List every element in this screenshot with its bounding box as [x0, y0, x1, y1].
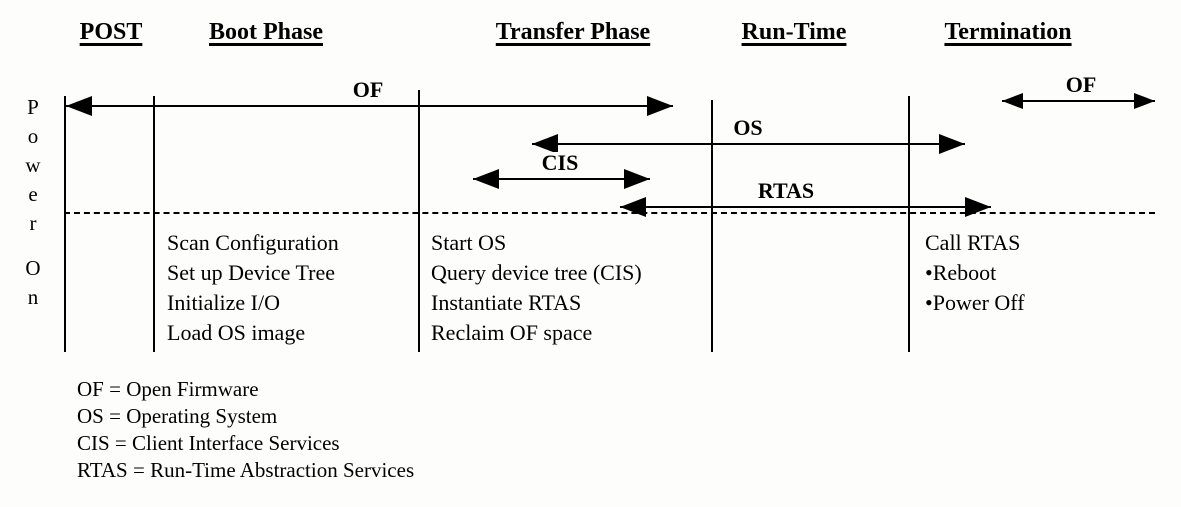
of-arrow-head-left	[66, 96, 92, 116]
rtas-arrow-head-left	[620, 197, 646, 217]
os-arrow-label: OS	[728, 117, 768, 139]
power-on-letter-p: P	[27, 95, 39, 119]
cis-arrow-shaft	[473, 178, 650, 180]
rtas-arrow-shaft	[620, 206, 991, 208]
boot-lifeline	[153, 96, 155, 352]
power-on-letter-n: n	[27, 285, 39, 309]
legend-item-of: OF = Open Firmware	[77, 377, 259, 401]
list-item: Set up Device Tree	[167, 260, 336, 285]
list-item: •Reboot	[925, 260, 997, 285]
rtas-arrow-label: RTAS	[752, 180, 820, 202]
column-header-post: POST	[79, 19, 143, 45]
abbreviation-legend: OF = Open Firmware OS = Operating System…	[77, 376, 414, 484]
column-header-termination: Termination	[944, 19, 1072, 45]
termination-of-arrow-head-left	[1002, 93, 1023, 109]
legend-item-rtas: RTAS = Run-Time Abstraction Services	[77, 458, 415, 482]
cis-arrow-head-right	[624, 169, 650, 189]
cis-arrow-head-left	[473, 169, 499, 189]
list-item: Instantiate RTAS	[431, 290, 582, 315]
legend-item-cis: CIS = Client Interface Services	[77, 431, 340, 455]
termination-of-arrow-label: OF	[1060, 74, 1102, 96]
list-item: Call RTAS	[925, 230, 1021, 255]
list-item: Initialize I/O	[167, 290, 281, 315]
termination-tasks: Call RTAS •Reboot •Power Off	[925, 228, 1025, 318]
list-item: Reclaim OF space	[431, 320, 593, 345]
power-on-letter-r: r	[29, 211, 37, 235]
os-arrow-head-left	[532, 134, 558, 154]
list-item: Query device tree (CIS)	[431, 260, 642, 285]
cis-arrow-label: CIS	[536, 152, 584, 174]
list-item: •Power Off	[925, 290, 1025, 315]
power-on-letter-w: w	[25, 153, 41, 177]
power-on-divider	[64, 212, 1155, 214]
termination-lifeline	[908, 96, 910, 352]
rtas-arrow-head-right	[965, 197, 991, 217]
boot-phase-tasks: Scan Configuration Set up Device Tree In…	[167, 228, 339, 348]
power-on-letter-o2: O	[25, 256, 41, 280]
column-header-run-time: Run-Time	[741, 19, 847, 45]
power-on-letter-o: o	[27, 124, 39, 148]
list-item: Scan Configuration	[167, 230, 339, 255]
column-header-transfer-phase: Transfer Phase	[495, 19, 651, 45]
os-arrow-shaft	[532, 143, 965, 145]
transfer-phase-tasks: Start OS Query device tree (CIS) Instant…	[431, 228, 642, 348]
power-on-letter-e: e	[28, 182, 38, 206]
of-arrow-label: OF	[347, 79, 389, 101]
power-on-label: P o w e r O n	[18, 97, 48, 316]
column-header-boot-phase: Boot Phase	[209, 19, 323, 45]
os-arrow-head-right	[939, 134, 965, 154]
termination-of-arrow-shaft	[1002, 100, 1155, 102]
transfer-lifeline	[418, 90, 420, 352]
termination-of-arrow-head-right	[1134, 93, 1155, 109]
runtime-lifeline	[711, 100, 713, 352]
list-item: Load OS image	[167, 320, 306, 345]
of-arrow-shaft	[66, 105, 673, 107]
legend-item-os: OS = Operating System	[77, 404, 278, 428]
post-lifeline	[64, 96, 66, 352]
list-item: Start OS	[431, 230, 507, 255]
of-arrow-head-right	[647, 96, 673, 116]
